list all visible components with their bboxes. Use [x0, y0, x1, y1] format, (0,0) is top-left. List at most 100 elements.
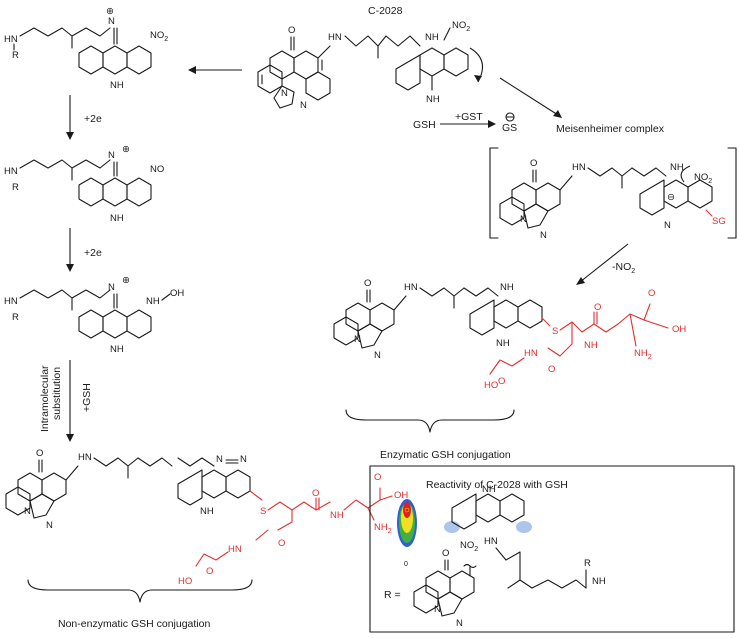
atom-hn: HN — [404, 282, 418, 293]
atom-n-plus: N — [108, 16, 115, 27]
atom-no2: NO2 — [452, 20, 470, 33]
hydroxylamine-cation-molecule: HN R N ⊕ NH NH OH — [4, 275, 184, 355]
atom-n-imid1: N — [434, 604, 441, 615]
r-group-molecule: R = O N N — [384, 548, 477, 629]
atom-o: O — [36, 448, 43, 459]
heatmap-indicator: 0 — [397, 499, 417, 568]
enzymatic-caption: Enzymatic GSH conjugation — [380, 449, 511, 461]
atom-nh: NH — [110, 344, 124, 355]
atom-o-red3: O — [206, 566, 213, 577]
atom-nh2: NH2 — [374, 522, 392, 535]
atom-n-pyrazole: N — [216, 454, 223, 465]
atom-nh2: NH2 — [634, 348, 652, 361]
minus-charge-icon: ⊖ — [667, 192, 675, 203]
atom-o-red2: O — [312, 488, 319, 499]
reactivity-molecule: NH NO2 HN NH R — [444, 484, 606, 589]
atom-n-pyrazole2: N — [240, 454, 247, 465]
atom-nh-acridine: NH — [200, 506, 214, 517]
atom-o-red: O — [594, 302, 601, 313]
atom-o-red2: O — [548, 364, 555, 375]
atom-hn: HN — [572, 162, 586, 173]
gs-anion: GS — [502, 122, 517, 134]
atom-nh: NH — [110, 213, 124, 224]
atom-o-red: O — [278, 538, 285, 549]
atom-n-imid1: N — [354, 334, 361, 345]
meisenheimer-complex: O N N HN NH ⊖ N NO2 SG — [489, 147, 737, 241]
atom-o-red3: O — [498, 376, 505, 387]
c2028-molecule: O N N HN NH NH NO2 — [257, 20, 484, 111]
compound-title: C-2028 — [368, 5, 403, 17]
atom-r: R — [584, 558, 591, 569]
reactivity-title: Reactivity of C-2028 with GSH — [426, 479, 568, 491]
atom-n-plus: N — [108, 150, 115, 161]
arrow-to-meisenheimer — [499, 77, 559, 116]
atom-r: R — [12, 312, 19, 323]
atom-nitroso: NO — [150, 164, 164, 175]
atom-nh-oh: NH — [146, 296, 160, 307]
atom-r: R — [12, 182, 19, 193]
atom-no2: NO2 — [694, 172, 712, 185]
non-enzymatic-caption: Non-enzymatic GSH conjugation — [58, 618, 210, 630]
electrons-label-1: +2e — [84, 113, 102, 125]
enzymatic-brace — [345, 409, 515, 433]
atom-nh-peptide: NH — [330, 510, 344, 521]
atom-ho: HO — [484, 380, 498, 391]
atom-n-imid2: N — [374, 350, 381, 361]
atom-hn: HN — [4, 296, 18, 307]
plus-charge-icon: ⊕ — [122, 275, 130, 286]
nitrite-label: -NO2 — [612, 261, 635, 275]
arrow-icon — [188, 66, 196, 74]
plus-charge-icon: ⊕ — [106, 6, 114, 17]
atom-sg: SG — [712, 216, 726, 227]
atom-n-imid1: N — [24, 506, 31, 517]
atom-n-imid2: N — [456, 618, 463, 629]
atom-n-plus: N — [108, 282, 115, 293]
atom-n-imid2: N — [46, 520, 53, 531]
atom-nh-peptide: NH — [584, 340, 598, 351]
atom-n-imid2: N — [540, 230, 547, 241]
gst-reagent: +GST — [455, 111, 483, 123]
non-enzymatic-brace — [27, 579, 253, 603]
atom-oh-acid: OH — [672, 324, 686, 335]
plus-charge-icon: ⊕ — [122, 144, 130, 155]
substitution-label: substitution — [51, 367, 63, 420]
atom-nh-linker: NH — [425, 32, 439, 43]
atom-n-imid2: N — [300, 100, 307, 111]
atom-o: O — [530, 158, 537, 169]
electrons-label-2: +2e — [84, 247, 102, 259]
atom-nh-acridine: NH — [426, 94, 440, 105]
atom-oh-acid: OH — [394, 490, 408, 501]
atom-n-imid1: N — [281, 88, 288, 99]
r-equals-label: R = — [384, 589, 401, 601]
atom-ho: HO — [178, 576, 192, 587]
atom-o-acid: O — [648, 288, 655, 299]
heatmap-zero-label: 0 — [404, 561, 408, 568]
atom-hn-linker: HN — [328, 32, 342, 43]
reactivity-box — [369, 465, 735, 633]
enzymatic-product: O N N HN NH NH S O O OH NH2 NH — [333, 278, 686, 391]
atom-s: S — [260, 506, 266, 517]
atom-nh: NH — [500, 282, 514, 293]
atom-nh: NH — [482, 484, 496, 495]
atom-hn-peptide: HN — [524, 348, 538, 359]
non-enzymatic-product: O N N HN N N NH S O NH O NH2 — [5, 448, 408, 587]
atom-nh: NH — [670, 162, 684, 173]
atom-no2: NO2 — [460, 540, 478, 553]
plus-gsh-label: +GSH — [81, 383, 93, 412]
atom-no2-left: NO2 — [150, 30, 168, 43]
atom-r: R — [12, 50, 19, 61]
atom-n-imid1: N — [520, 214, 527, 225]
atom-hn-peptide: HN — [228, 544, 242, 555]
atom-nh-r: NH — [592, 576, 606, 587]
atom-oh: OH — [170, 288, 184, 299]
atom-o-acid: O — [374, 472, 381, 483]
atom-hn: HN — [4, 34, 18, 45]
gsh-reagent: GSH — [413, 119, 436, 131]
atom-hn: HN — [78, 452, 92, 463]
atom-o: O — [364, 278, 371, 289]
atom-o: O — [442, 548, 449, 559]
atom-hn: HN — [4, 166, 18, 177]
atom-hn: HN — [484, 536, 498, 547]
atom-nh: NH — [110, 80, 124, 91]
